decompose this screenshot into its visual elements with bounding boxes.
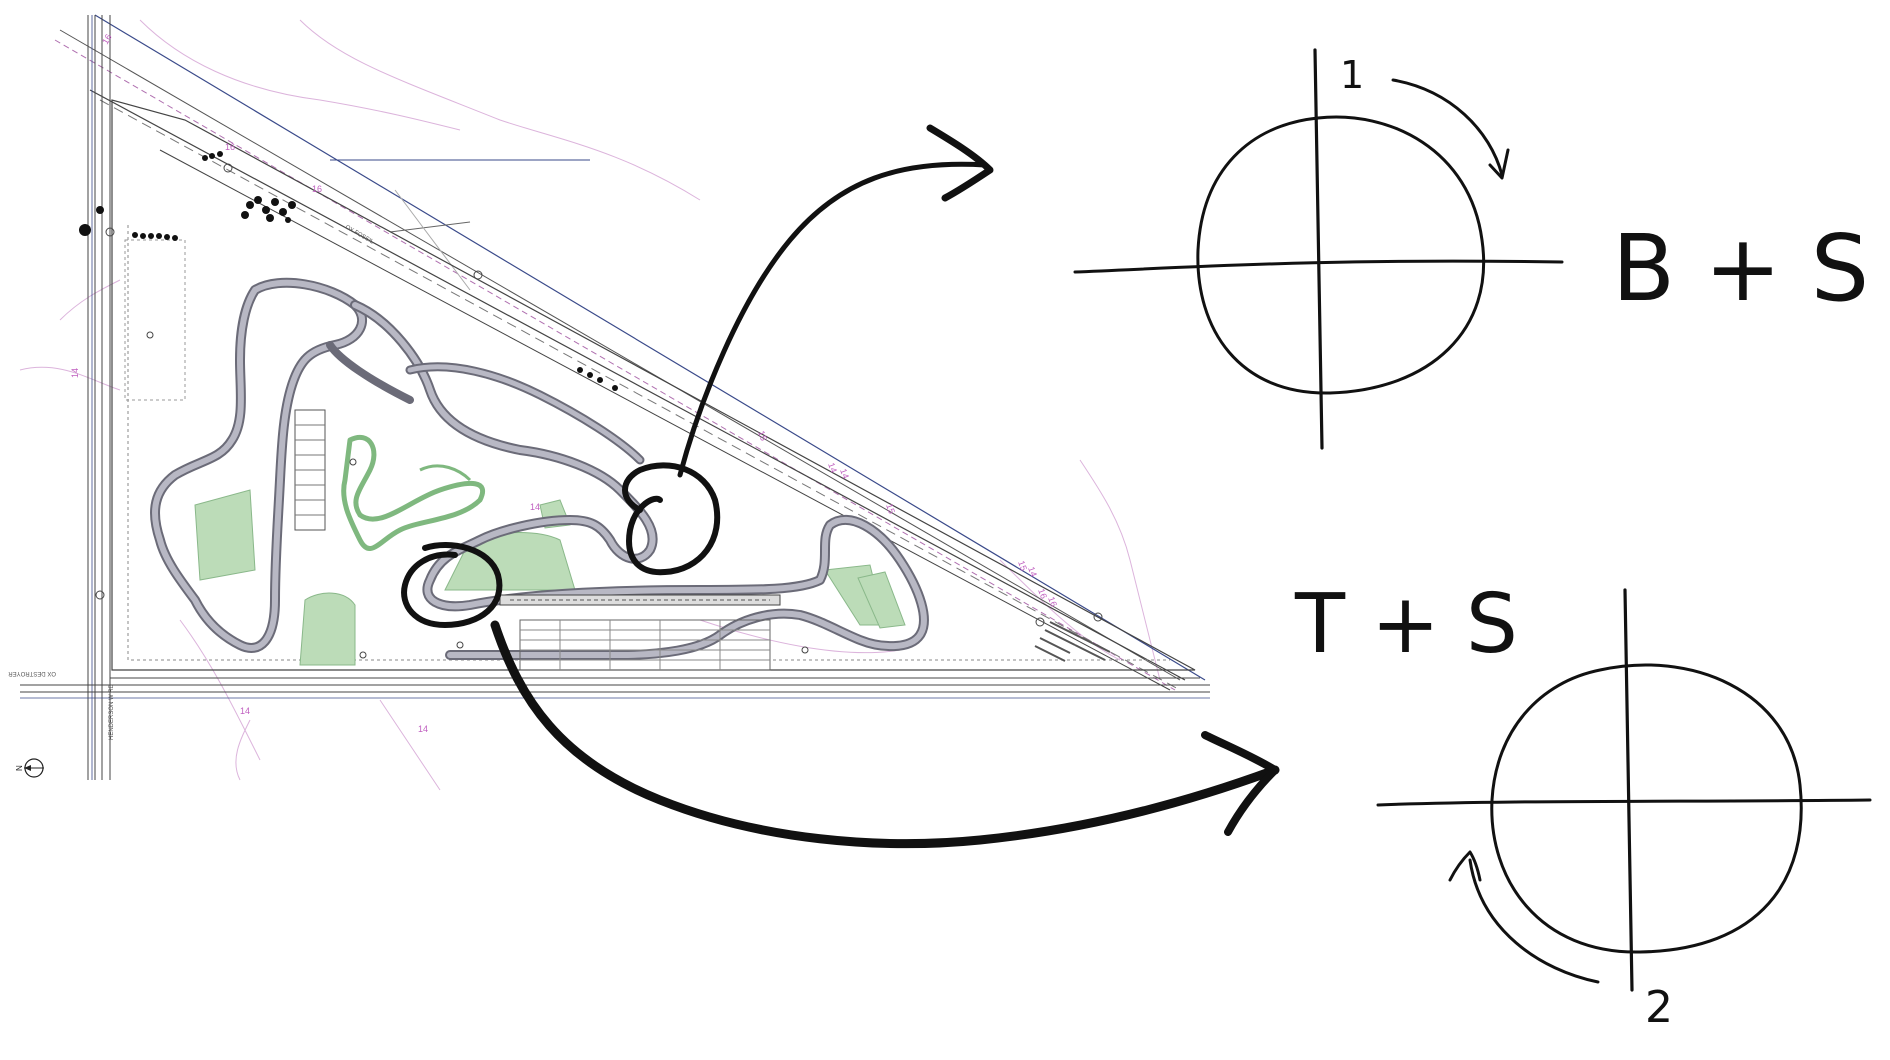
svg-text:14: 14 [826, 461, 839, 474]
svg-text:14: 14 [1026, 565, 1039, 578]
svg-text:16: 16 [1046, 595, 1059, 608]
top-diagram-label: B + S [1612, 215, 1869, 322]
parking-area [124, 239, 186, 401]
svg-text:15: 15 [1016, 559, 1029, 572]
svg-text:16: 16 [312, 184, 322, 194]
site-boundary [111, 99, 1196, 671]
contour-lines [19, 19, 1161, 791]
svg-text:14: 14 [838, 467, 851, 480]
kart-track [341, 434, 485, 551]
bottom-diagram-label: T + S [1294, 577, 1518, 672]
pit-buildings [294, 409, 1111, 671]
top-rotation-arrow [1391, 78, 1504, 177]
svg-text:16: 16 [225, 142, 235, 152]
bottom-marker-label: 2 [1645, 982, 1673, 1033]
svg-text:16: 16 [1036, 587, 1049, 600]
arrowhead-bottom [1201, 731, 1279, 836]
svg-text:14: 14 [70, 368, 80, 378]
bottom-turn-circle [401, 542, 503, 628]
bottom-diagram-circle [1490, 663, 1803, 954]
bottom-rotation-arrow [1468, 858, 1600, 984]
bottom-road [20, 677, 1210, 699]
arrow-to-top [677, 161, 988, 478]
left-road [87, 15, 111, 780]
road-label-top: OX FOSSIL [344, 225, 375, 246]
top-diagram [1073, 48, 1564, 450]
svg-text:14: 14 [418, 724, 428, 734]
arrowhead-top [926, 124, 994, 202]
diagonal-road [54, 14, 1206, 691]
site-plan: 16 16 16 14 14 14 14 14 14 15 15 16 16 1… [8, 14, 1210, 791]
svg-text:14: 14 [240, 706, 250, 716]
green-areas [194, 489, 906, 666]
trees [79, 151, 618, 391]
north-label: N [15, 765, 24, 771]
top-turn-circle [622, 462, 721, 576]
arrow-to-bottom [490, 620, 1280, 849]
race-track [150, 277, 929, 661]
north-arrow: N [15, 758, 44, 778]
contour-labels: 16 16 16 14 14 14 14 14 14 15 15 16 16 1… [70, 32, 1059, 734]
road-label-bottom: OX DESTROYER [8, 670, 56, 676]
top-marker-label: 1 [1340, 53, 1364, 97]
svg-text:15: 15 [884, 502, 897, 515]
road-label-left: HENDERSON W RD [109, 683, 115, 740]
bottom-diagram [1376, 588, 1872, 992]
top-diagram-circle [1196, 115, 1485, 395]
site-markers [95, 163, 1103, 659]
svg-text:15: 15 [756, 429, 769, 442]
svg-text:16: 16 [100, 32, 114, 46]
svg-text:14: 14 [530, 502, 540, 512]
sketch-overlay: 1 B + S 2 T + S [401, 48, 1872, 1033]
